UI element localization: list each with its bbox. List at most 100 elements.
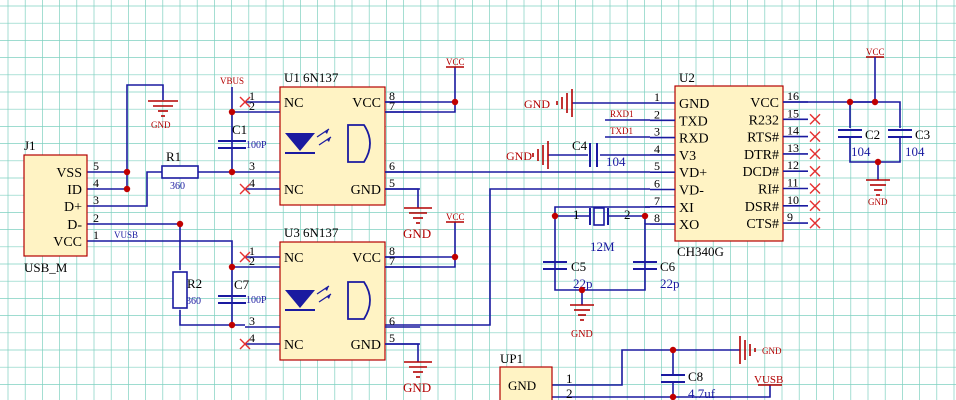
j1-ref: J1 — [24, 138, 36, 153]
pin-number: 10 — [787, 193, 799, 207]
r2-body — [172, 271, 188, 309]
pin-number: 5 — [389, 176, 395, 190]
pin-name: VD- — [679, 184, 704, 199]
pin-name: DCD# — [742, 165, 779, 180]
capacitor-c8: C8 4.7uf — [661, 369, 716, 400]
u2-part: CH340G — [677, 244, 724, 259]
r1-ref: R1 — [166, 149, 181, 164]
pin-number: 5 — [654, 159, 660, 173]
capacitor-c6: C6 22p — [633, 259, 680, 291]
u1-gate-icon — [347, 124, 371, 163]
pin-name: VCC — [53, 235, 82, 250]
u3-ref: U3 — [284, 225, 300, 240]
pin-name: DTR# — [744, 148, 779, 163]
pin-name: TXD — [679, 114, 708, 129]
pin-number: 8 — [389, 89, 395, 103]
wire-vcc-vusb — [87, 240, 245, 268]
u1-led-icon — [285, 128, 332, 154]
u1-part: 6N137 — [303, 70, 339, 85]
pin-name: XI — [679, 201, 694, 216]
gnd-symbol-j1: GND — [148, 100, 178, 130]
resistor-r1: R1 360 — [161, 149, 199, 192]
pin-number: 1 — [654, 90, 660, 104]
x1-pin2: 2 — [624, 207, 631, 222]
junction-dot — [846, 98, 854, 106]
vcc-label-u2: VCC — [866, 47, 885, 63]
c7-ref: C7 — [234, 277, 250, 292]
u1-ref: U1 — [284, 70, 300, 85]
junction-dot — [551, 212, 559, 220]
pin-number: 6 — [389, 159, 395, 173]
c5-value: 22p — [573, 276, 593, 291]
txd1-label: TXD1 — [610, 126, 633, 136]
no-connect-mark — [809, 131, 821, 143]
pin-number: 12 — [787, 158, 799, 172]
pin-number: 2 — [249, 254, 255, 268]
capacitor-c2: C2 104 — [838, 127, 880, 159]
pin-number: 3 — [249, 159, 255, 173]
crystal-x1: 1 2 12M — [573, 207, 631, 254]
up1-pin1-num: 1 — [566, 371, 573, 386]
pin-number: 7 — [389, 254, 395, 268]
up1-pin1-name: GND — [508, 378, 536, 393]
c3-ref: C3 — [915, 127, 930, 142]
junction-dot — [228, 263, 236, 271]
junction-dot — [871, 98, 879, 106]
up1-pin2-num: 2 — [566, 386, 573, 400]
up1-body — [499, 366, 553, 400]
u3-led-icon — [285, 285, 332, 311]
c2-value: 104 — [851, 144, 871, 159]
gnd-symbol-u2-pin1: GND — [524, 89, 573, 117]
wire-u3-pin7 — [385, 257, 456, 268]
pin-number: 3 — [654, 125, 660, 139]
wire-u3-pin6-to-vdminus — [385, 188, 650, 326]
r2-value: 360 — [186, 296, 201, 307]
pin-name: VD+ — [679, 166, 707, 181]
gnd-symbol-u3: GND — [403, 361, 432, 395]
capacitor-c1: C1 100P — [218, 122, 267, 151]
gnd-symbol-up1: GND — [739, 336, 782, 364]
pin-number: 4 — [654, 142, 660, 156]
vbus-text: VBUS — [220, 76, 244, 86]
capacitor-c4: C4 104 — [572, 138, 626, 169]
pin-number: 1 — [249, 244, 255, 258]
pin-number: 7 — [389, 99, 395, 113]
junction-dot — [578, 286, 586, 294]
gnd-text-u2: GND — [524, 97, 550, 111]
junction-dot — [176, 220, 184, 228]
gnd-text-u3: GND — [403, 380, 431, 395]
pin-name: VCC — [750, 96, 779, 111]
vcc-label-u1: VCC — [446, 57, 465, 68]
pin-name: NC — [284, 96, 303, 111]
pin-number: 7 — [654, 194, 660, 208]
pin-name: GND — [679, 97, 709, 112]
pin-number: 4 — [249, 176, 255, 190]
pin-number: 11 — [787, 176, 799, 190]
capacitor-c3: C3 104 — [888, 127, 930, 159]
pin-number: 2 — [93, 211, 99, 225]
regulator-up1: UP1 GND 1 2 — [499, 351, 573, 400]
gnd-symbol-c2c3: GND — [866, 179, 890, 207]
vcc-text-u2: VCC — [866, 47, 885, 57]
capacitor-c5: C5 22p — [543, 259, 593, 291]
junction-dots — [123, 98, 882, 400]
vbus-label: VBUS — [220, 76, 244, 86]
j1-name: USB_M — [24, 260, 68, 275]
pin-name: R232 — [749, 113, 779, 128]
pin-number: 14 — [787, 124, 799, 138]
x1-pin1: 1 — [573, 207, 580, 222]
capacitor-c7: C7 100P — [218, 277, 267, 306]
pin-number: 9 — [787, 210, 793, 224]
gnd-text-c2c3: GND — [868, 197, 888, 207]
vusb-wire-label: VUSB — [114, 230, 138, 240]
wire-u3-gnd — [385, 343, 419, 362]
pin-number: 4 — [93, 176, 99, 190]
pin-number: 8 — [389, 244, 395, 258]
wire-u1-pin7 — [385, 102, 456, 113]
